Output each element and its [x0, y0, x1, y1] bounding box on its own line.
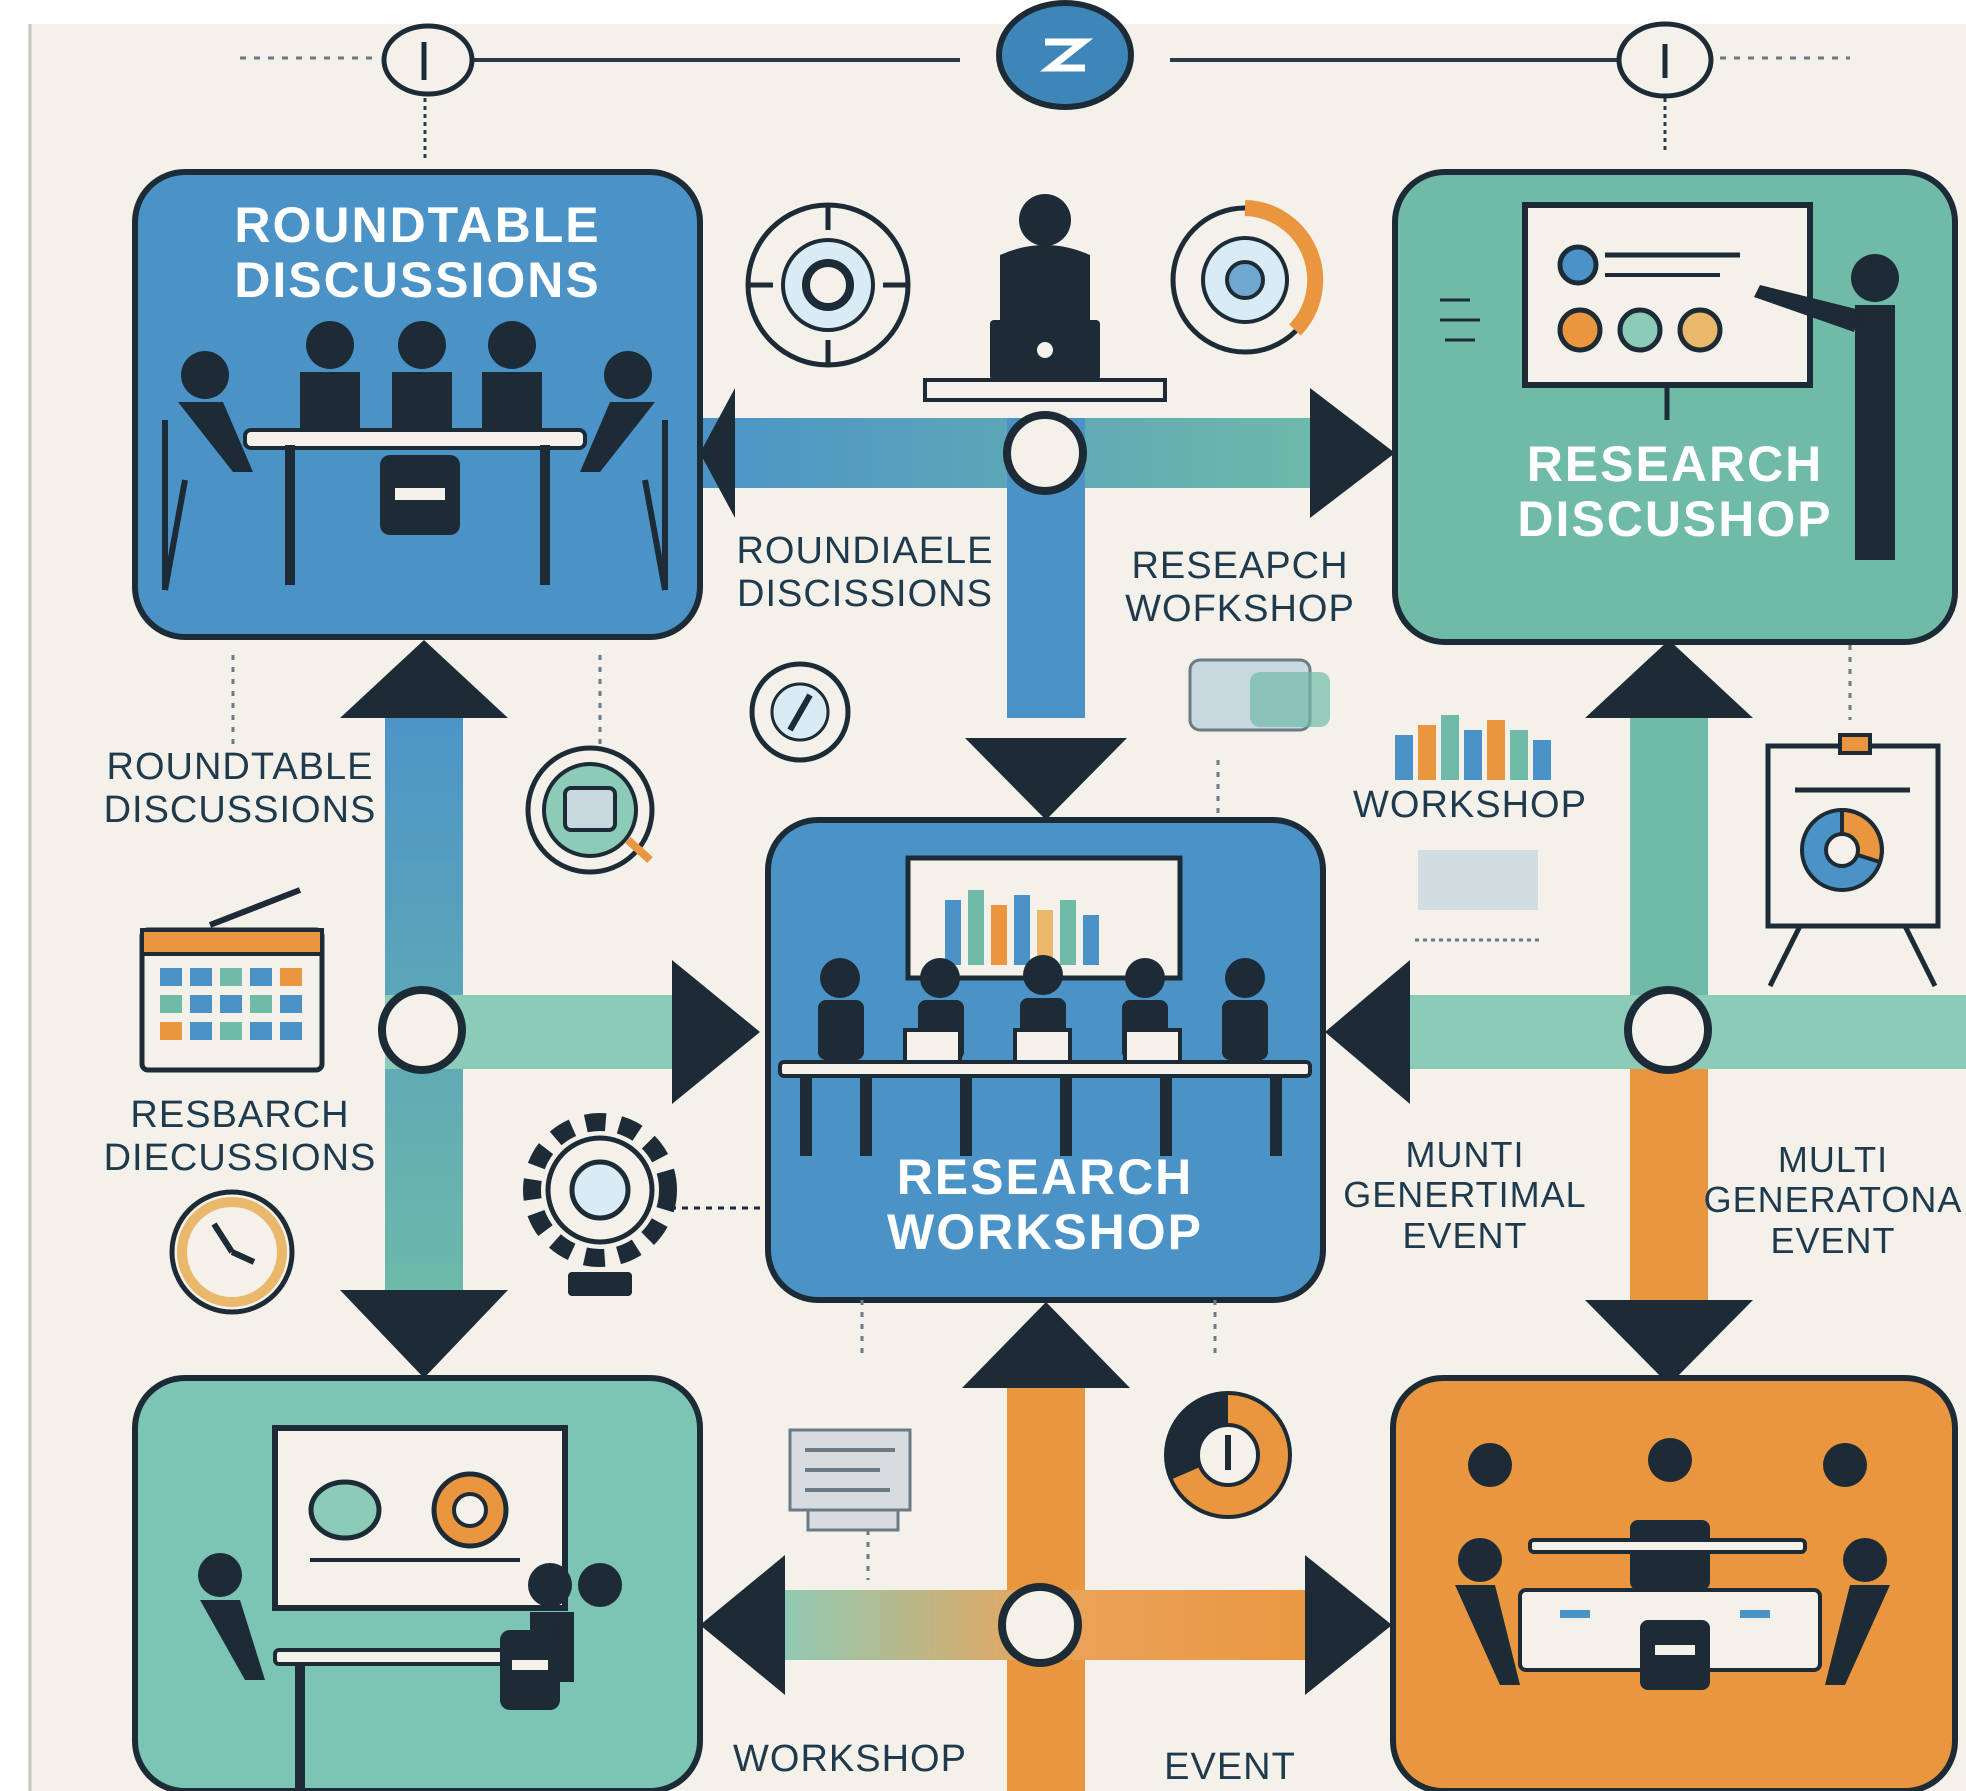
- box-title-research-workshop: RESEARCH WORKSHOP: [790, 1150, 1300, 1260]
- box-title-line: WORKSHOP: [887, 1204, 1203, 1260]
- clock-icon: [169, 1189, 295, 1315]
- bar-chart-icon: [1395, 715, 1551, 942]
- label-line: WOFKSHOP: [1125, 587, 1355, 630]
- label-line: EVENT: [1402, 1214, 1528, 1256]
- meeting-people-icon: [198, 1553, 622, 1791]
- target-icon: [1170, 200, 1324, 355]
- photo-card-icon: [1188, 658, 1330, 732]
- arrow-down-right: [1585, 1300, 1753, 1385]
- label-roundtable-discussions-left: ROUNDTABLE DISCUSSIONS: [90, 746, 390, 831]
- label-roundtable-discussions-mid: ROUNDIAELE DISCISSIONS: [725, 530, 1005, 615]
- label-line: ROUNDTABLE: [106, 746, 374, 788]
- box-presentation-meeting: [132, 1375, 703, 1791]
- box-title-line: DISCUSSIONS: [234, 252, 601, 308]
- box-title-line: DISCUSHOP: [1517, 491, 1833, 547]
- box-multigenerational-event: [1390, 1375, 1958, 1791]
- junction-ring-icon: [1624, 986, 1712, 1074]
- box-title-line: RESEARCH: [896, 1149, 1194, 1205]
- arrow-up-right: [1585, 640, 1753, 718]
- presentation-board-icon: [1522, 202, 1813, 420]
- box-title-line: RESEARCH: [1526, 436, 1824, 492]
- dashed-guides: [231, 645, 1852, 1580]
- box-research-workshop: [765, 817, 1326, 1303]
- label-multi-generational-event-b: MULTI GENERATONA EVENT: [1700, 1140, 1966, 1261]
- presenter-laptop-icon: [923, 194, 1167, 402]
- arrow-left-top: [700, 388, 735, 518]
- arrow-left-center: [1325, 960, 1410, 1104]
- meeting-table-icon: [162, 321, 668, 591]
- label-line: MUNTI: [1405, 1134, 1525, 1175]
- junction-ring-icon: [378, 986, 466, 1074]
- label-line: DISCISSIONS: [737, 572, 993, 615]
- label-line: DISCUSSIONS: [103, 788, 377, 831]
- label-line: DIECUSSIONS: [103, 1136, 377, 1179]
- label-line: GENERATONA: [1703, 1179, 1963, 1221]
- arrow-down-center: [965, 738, 1127, 820]
- label-research-discussions-left: RESBARCH DIECUSSIONS: [95, 1094, 385, 1179]
- label-multi-generational-event-a: MUNTI GENERTIMAL EVENT: [1330, 1134, 1600, 1256]
- label-line: RESBARCH: [130, 1094, 350, 1136]
- box-title-line: ROUNDTABLE: [234, 197, 601, 253]
- gear-badge-icon: [525, 745, 655, 875]
- compass-small-icon: [749, 661, 851, 763]
- document-icon: [788, 1428, 912, 1532]
- label-line: ROUNDIAELE: [736, 530, 994, 572]
- arrow-up-left: [340, 640, 508, 718]
- arrow-right-bottom: [1305, 1555, 1392, 1695]
- monitor-slide-icon: [272, 1425, 568, 1611]
- timeline-node-icon: [381, 23, 475, 97]
- flow-arrowheads: [340, 388, 1753, 1695]
- label-event-bottom: EVENT: [1164, 1746, 1296, 1788]
- timeline-center-node-icon: [996, 0, 1134, 110]
- flipchart-pie-icon: [1765, 733, 1941, 988]
- junction-ring-icon: [998, 1583, 1082, 1667]
- box-title-roundtable: ROUNDTABLE DISCUSSIONS: [170, 198, 665, 308]
- box-title-research-discushop: RESEARCH DISCUSHOP: [1430, 437, 1920, 547]
- donut-chart-icon: [1164, 1391, 1292, 1519]
- junction-ring-icon: [1003, 411, 1087, 495]
- compass-icon: [745, 202, 911, 368]
- junction-rings: [378, 411, 1712, 1667]
- box-roundtable: [132, 169, 703, 640]
- calendar-icon: [139, 887, 325, 1073]
- box-research-discushop: [1392, 169, 1958, 645]
- label-line: RESEAPCH: [1131, 545, 1349, 587]
- arrow-left-bottom: [700, 1555, 785, 1695]
- label-workshop-bottom: WORKSHOP: [733, 1738, 967, 1780]
- arrow-down-left: [340, 1290, 508, 1378]
- small-sketch-icon: [1440, 298, 1480, 342]
- label-line: MULTI: [1777, 1140, 1889, 1180]
- event-meeting-icon: [1455, 1438, 1890, 1690]
- top-timeline: [240, 0, 1850, 160]
- arrow-right-top: [1310, 388, 1395, 518]
- label-research-workshop-mid: RESEAPCH WOFKSHOP: [1110, 545, 1370, 630]
- arrow-right-center: [672, 960, 760, 1104]
- timeline-node-icon: [1616, 21, 1714, 99]
- panel-people-icon: [778, 955, 1312, 1156]
- label-line: EVENT: [1770, 1219, 1896, 1261]
- label-line: GENERTIMAL: [1343, 1174, 1587, 1216]
- arrow-up-bottom: [962, 1302, 1130, 1388]
- presentation-screen-icon: [905, 855, 1183, 981]
- gear-icon: [523, 1113, 760, 1296]
- label-workshop-right: WORKSHOP: [1353, 784, 1587, 826]
- presenter-figure-icon: [1754, 254, 1899, 560]
